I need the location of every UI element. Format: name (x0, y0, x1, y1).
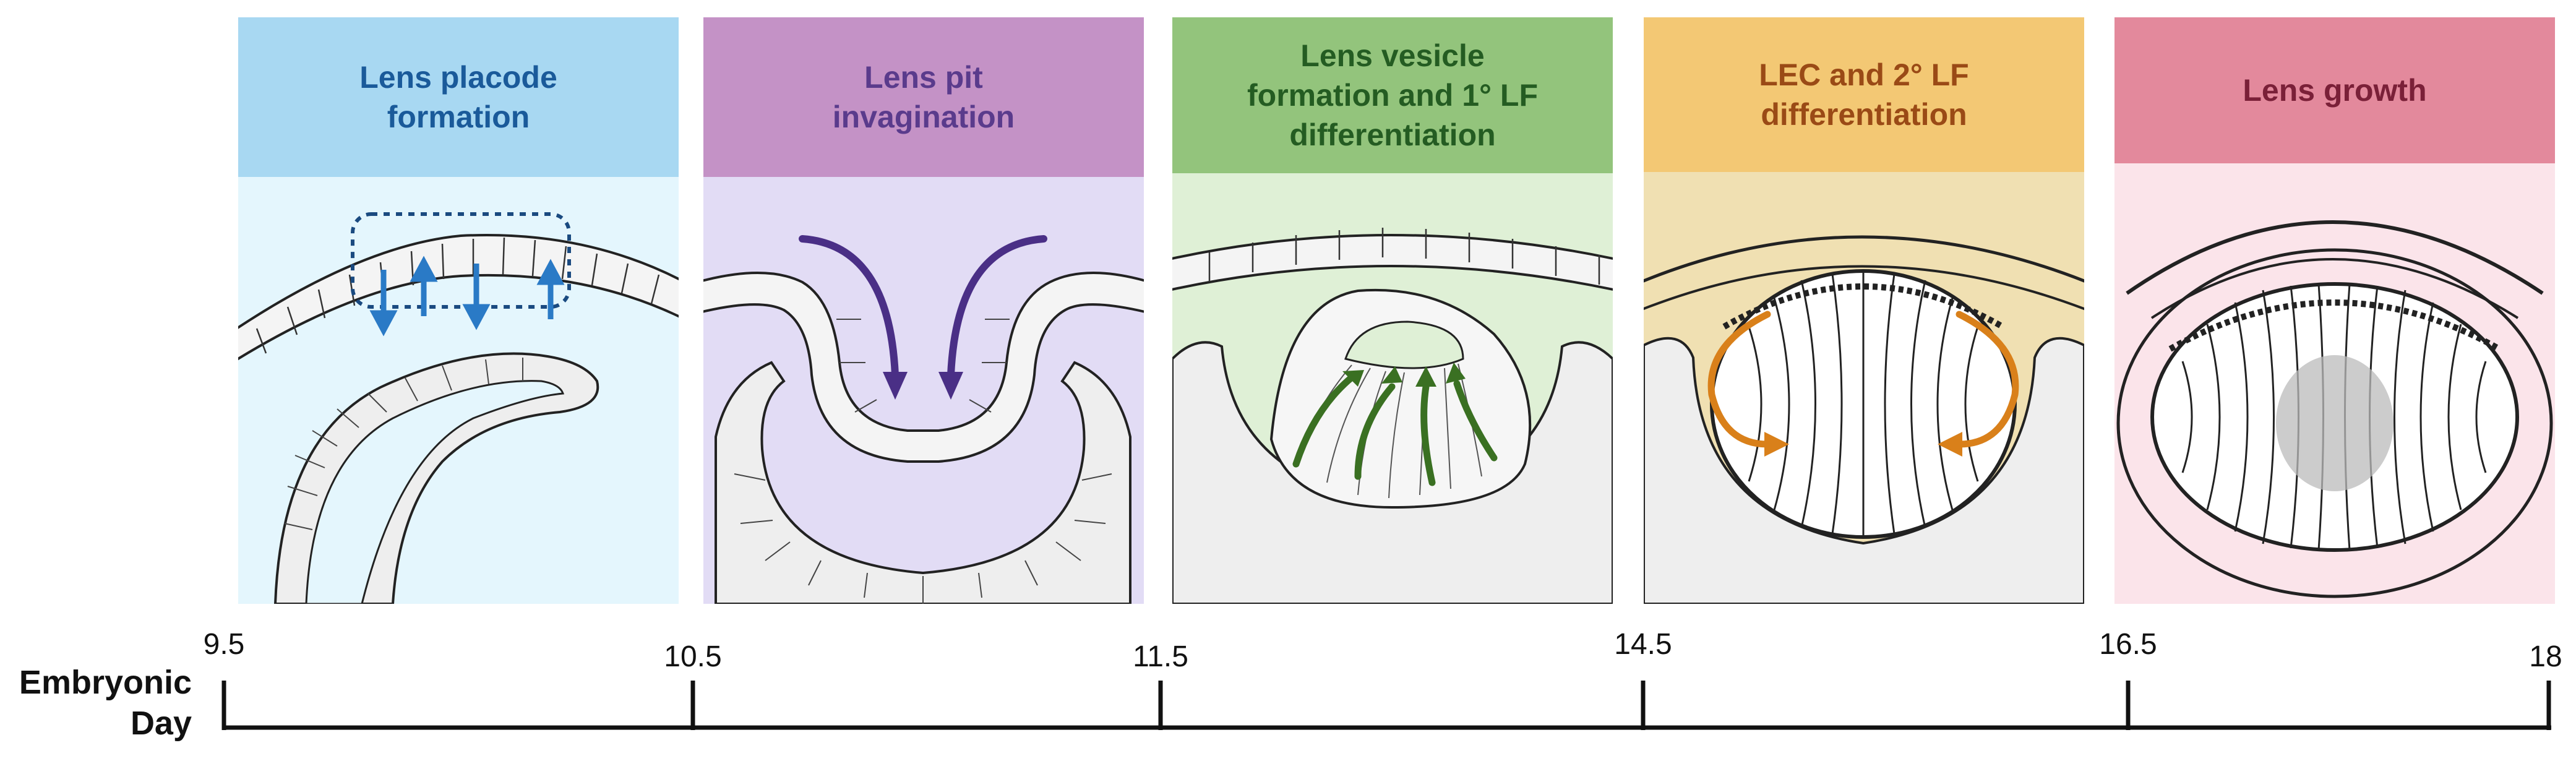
panel-illustration-placode (238, 177, 679, 604)
panel-header-vesicle: Lens vesicle formation and 1° LF differe… (1172, 17, 1613, 173)
panel-header-lec: LEC and 2° LF differentiation (1644, 17, 2084, 172)
panel-title-placode: Lens placode formation (359, 60, 557, 134)
tick-label: 10.5 (664, 640, 722, 673)
panel-title-growth: Lens growth (2243, 73, 2427, 108)
tick-label: 18 (2529, 640, 2562, 673)
stage-panel-growth: Lens growth (2114, 17, 2555, 604)
axis-title: Embryonic Day (19, 664, 192, 742)
panel-header-placode: Lens placode formation (238, 17, 679, 177)
stage-panel-vesicle: Lens vesicle formation and 1° LF differe… (1172, 17, 1613, 604)
panel-header-pit: Lens pit invagination (703, 17, 1144, 177)
tick-label: 14.5 (1614, 628, 1672, 661)
stage-panel-lec: LEC and 2° LF differentiation (1644, 17, 2084, 604)
panel-illustration-growth (2114, 163, 2555, 604)
panel-illustration-lec (1644, 172, 2084, 604)
stage-panel-placode: Lens placode formation (238, 17, 679, 604)
panel-title-vesicle: Lens vesicle formation and 1° LF differe… (1247, 38, 1538, 152)
tick-label: 9.5 (203, 628, 245, 661)
tick-label: 16.5 (2099, 628, 2157, 661)
panel-illustration-vesicle (1172, 173, 1613, 604)
panel-title-lec: LEC and 2° LF differentiation (1759, 58, 1969, 132)
panel-header-growth: Lens growth (2114, 17, 2555, 163)
panel-illustration-pit (703, 177, 1144, 604)
embryonic-day-timeline: Embryonic Day 9.5 10.5 11.5 14.5 16.5 18 (0, 613, 2576, 761)
panel-title-pit: Lens pit invagination (832, 60, 1015, 134)
tick-label: 11.5 (1133, 640, 1188, 673)
timeline-axis (221, 681, 2551, 730)
stage-panel-pit: Lens pit invagination (703, 17, 1144, 604)
